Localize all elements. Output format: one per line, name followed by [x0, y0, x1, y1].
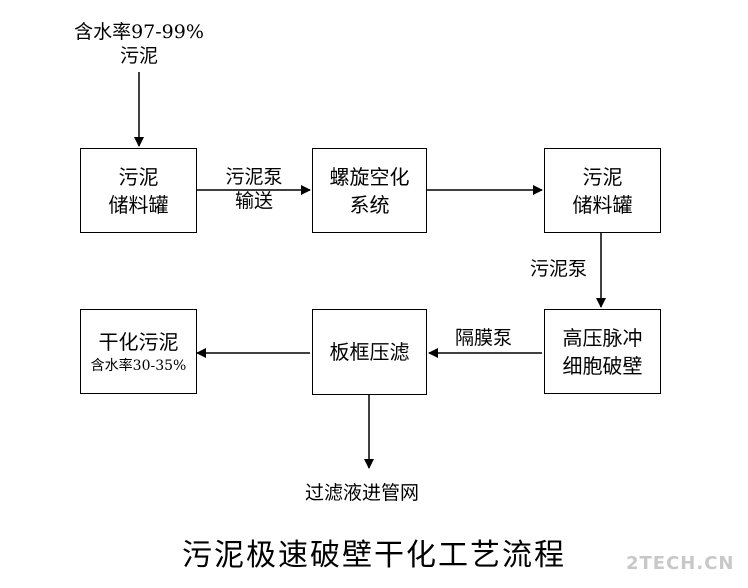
sludge-storage-tank-2: 污泥 储料罐: [544, 148, 661, 233]
pump-transport-line1: 污泥泵: [225, 166, 283, 188]
sludge-storage-tank-1: 污泥 储料罐: [80, 148, 197, 233]
edge-label-sludge-pump: 污泥泵: [530, 258, 588, 280]
dried-line1: 干化污泥: [98, 329, 179, 354]
input-label: 含水率97-99% 污泥: [60, 20, 218, 68]
pump-transport-line2: 输送: [234, 190, 273, 212]
input-water-content: 含水率97-99%: [74, 21, 204, 43]
tank2-line1: 污泥: [582, 164, 623, 189]
edge-label-diaphragm-pump: 隔膜泵: [455, 327, 513, 349]
dried-sludge: 干化污泥 含水率30-35%: [80, 309, 197, 394]
spiral-line1: 螺旋空化: [329, 164, 410, 189]
edge-label-pump-transport: 污泥泵 输送: [203, 165, 305, 213]
spiral-line2: 系统: [349, 192, 390, 217]
watermark: 2TECH.CN: [626, 553, 735, 574]
diagram-title: 污泥极速破壁干化工艺流程: [182, 538, 566, 573]
plate-frame-filter-press: 板框压滤: [312, 309, 427, 395]
filtrate-to-pipe-network: 过滤液进管网: [305, 482, 420, 504]
dried-line2: 含水率30-35%: [90, 357, 187, 374]
high-voltage-pulse-cell-wall-breaking: 高压脉冲 细胞破壁: [544, 309, 661, 394]
tank1-line2: 储料罐: [108, 192, 169, 217]
tank2-line2: 储料罐: [572, 192, 633, 217]
pulse-line1: 高压脉冲: [562, 325, 643, 350]
spiral-cavitation-system: 螺旋空化 系统: [312, 148, 427, 233]
pulse-line2: 细胞破壁: [562, 353, 643, 378]
tank1-line1: 污泥: [118, 164, 159, 189]
filter-line1: 板框压滤: [329, 340, 410, 364]
input-material: 污泥: [119, 45, 158, 67]
